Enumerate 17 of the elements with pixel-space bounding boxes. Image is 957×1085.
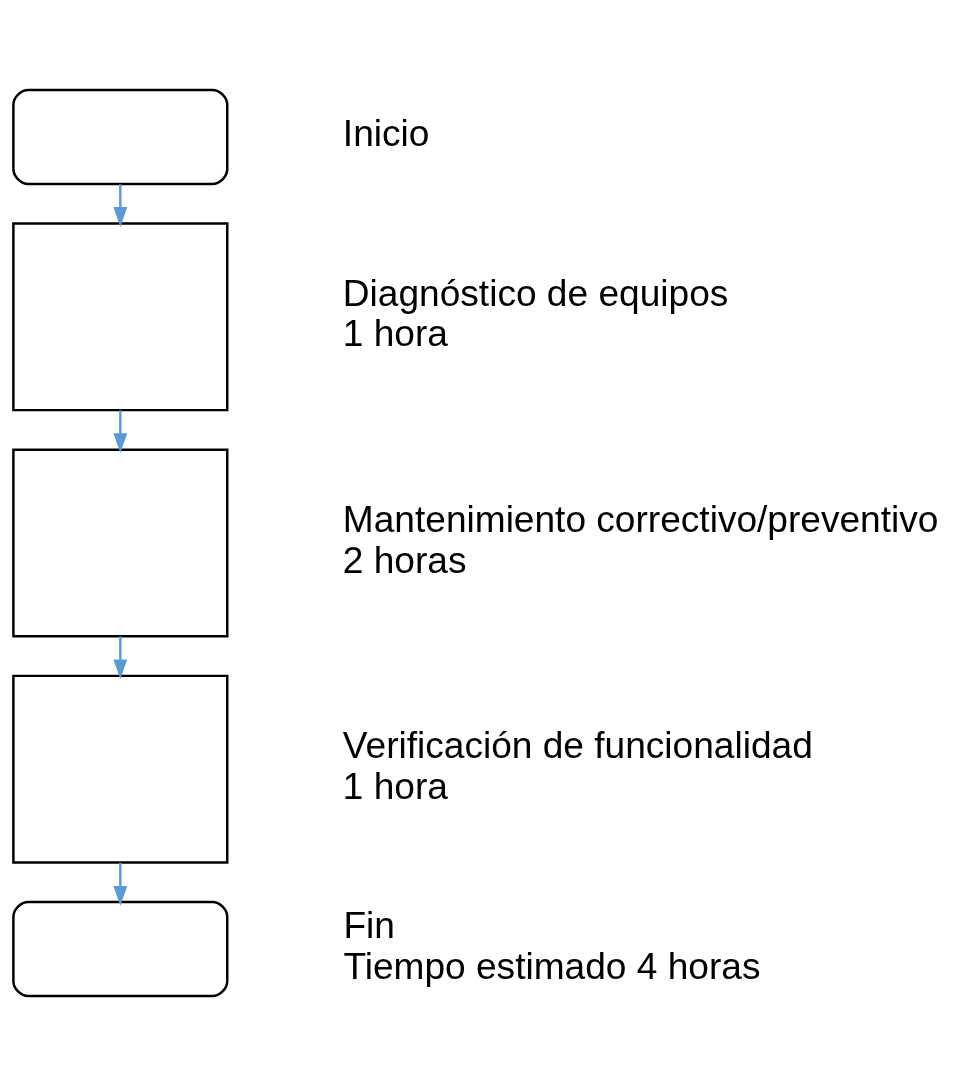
node-label: 2 horas: [342, 538, 467, 581]
node-box: [12, 674, 229, 864]
node-label: Fin: [343, 903, 395, 946]
node-label: Mantenimiento correctivo/preventivo: [342, 497, 939, 540]
node-stadium: [12, 88, 229, 185]
node-label: Verificación de funcionalidad: [342, 723, 813, 766]
node-label: Tiempo estimado 4 horas: [343, 944, 761, 987]
node-label: Diagnóstico de equipos: [342, 271, 729, 314]
node-label: 1 hora: [342, 764, 448, 807]
node-box: [12, 447, 229, 638]
arrow: [113, 862, 128, 906]
arrow: [113, 183, 128, 227]
node-stadium: [12, 900, 229, 997]
node-box: [12, 221, 229, 411]
arrow: [113, 636, 128, 679]
node-label: Inicio: [342, 111, 430, 154]
arrow: [113, 409, 128, 453]
